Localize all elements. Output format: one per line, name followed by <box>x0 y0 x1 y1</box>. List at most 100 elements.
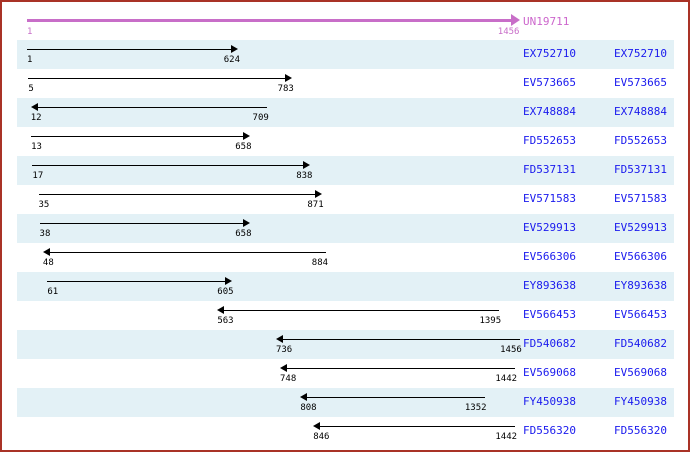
hit-start-coordinate: 1 <box>27 55 33 65</box>
row-background-band <box>17 156 674 185</box>
hit-end-coordinate: 1352 <box>464 403 487 413</box>
alignment-line[interactable] <box>27 49 232 50</box>
reference-sequence-name[interactable]: UN19711 <box>523 15 570 28</box>
alignment-line[interactable] <box>306 397 485 398</box>
alignment-line[interactable] <box>32 165 305 166</box>
hit-row: 1 624 EX752710 EX752710 <box>2 40 688 69</box>
hit-row: 61 605 EY893638 EY893638 <box>2 272 688 301</box>
arrowhead-left-icon <box>217 306 225 314</box>
reference-sequence-track: 1 1456 UN19711 <box>2 10 688 40</box>
hit-row: 808 1352 FY450938 FY450938 <box>2 388 688 417</box>
accession-label-primary[interactable]: EY893638 <box>523 279 576 292</box>
reference-line <box>27 19 512 22</box>
accession-label-primary[interactable]: FY450938 <box>523 395 576 408</box>
arrowhead-right-icon <box>242 219 250 227</box>
alignment-line[interactable] <box>28 78 286 79</box>
accession-label-link[interactable]: EV566306 <box>614 250 667 263</box>
alignment-line[interactable] <box>281 339 520 340</box>
hit-end-coordinate: 624 <box>223 55 240 65</box>
accession-label-link[interactable]: EV569068 <box>614 366 667 379</box>
alignment-line[interactable] <box>36 107 267 108</box>
hit-start-coordinate: 61 <box>47 287 59 297</box>
accession-label-primary[interactable]: EV573665 <box>523 76 576 89</box>
arrowhead-right-icon <box>314 190 322 198</box>
hit-start-coordinate: 5 <box>28 84 34 94</box>
hit-end-coordinate: 658 <box>235 229 252 239</box>
accession-label-link[interactable]: EX748884 <box>614 105 667 118</box>
hit-start-coordinate: 35 <box>38 200 50 210</box>
accession-label-link[interactable]: FD537131 <box>614 163 667 176</box>
alignment-line[interactable] <box>47 281 226 282</box>
accession-label-primary[interactable]: EX752710 <box>523 47 576 60</box>
hit-row: 35 871 EV571583 EV571583 <box>2 185 688 214</box>
arrowhead-left-icon <box>313 422 321 430</box>
reference-end-coordinate: 1456 <box>497 27 520 37</box>
accession-label-link[interactable]: EX752710 <box>614 47 667 60</box>
alignment-line[interactable] <box>223 310 500 311</box>
row-background-band <box>17 40 674 69</box>
accession-label-link[interactable]: FY450938 <box>614 395 667 408</box>
alignment-line[interactable] <box>38 194 316 195</box>
hit-end-coordinate: 1395 <box>479 316 502 326</box>
hit-start-coordinate: 13 <box>31 142 42 152</box>
reference-arrowhead-icon <box>510 14 520 26</box>
arrowhead-right-icon <box>284 74 292 82</box>
alignment-line[interactable] <box>48 252 327 253</box>
accession-label-primary[interactable]: EX748884 <box>523 105 576 118</box>
hit-start-coordinate: 748 <box>280 374 297 384</box>
hit-start-coordinate: 48 <box>42 258 54 268</box>
alignment-line[interactable] <box>39 223 244 224</box>
alignment-line[interactable] <box>319 426 516 427</box>
accession-label-primary[interactable]: EV569068 <box>523 366 576 379</box>
accession-label-link[interactable]: FD540682 <box>614 337 667 350</box>
accession-label-link[interactable]: EV573665 <box>614 76 667 89</box>
accession-label-primary[interactable]: EV566306 <box>523 250 576 263</box>
accession-label-link[interactable]: FD556320 <box>614 424 667 437</box>
hit-row: 38 658 EV529913 EV529913 <box>2 214 688 243</box>
hit-start-coordinate: 17 <box>32 171 44 181</box>
accession-label-primary[interactable]: FD537131 <box>523 163 576 176</box>
hit-end-coordinate: 783 <box>277 84 294 94</box>
arrowhead-right-icon <box>242 132 250 140</box>
alignment-line[interactable] <box>286 368 516 369</box>
row-background-band <box>17 214 674 243</box>
hit-end-coordinate: 1456 <box>500 345 522 355</box>
hit-end-coordinate: 871 <box>307 200 324 210</box>
hit-end-coordinate: 884 <box>311 258 329 268</box>
arrowhead-right-icon <box>303 161 311 169</box>
accession-label-primary[interactable]: FD552653 <box>523 134 576 147</box>
hit-start-coordinate: 808 <box>300 403 317 413</box>
arrowhead-right-icon <box>224 277 232 285</box>
accession-label-link[interactable]: FD552653 <box>614 134 667 147</box>
accession-label-link[interactable]: EV566453 <box>614 308 667 321</box>
accession-label-link[interactable]: EV571583 <box>614 192 667 205</box>
hit-start-coordinate: 563 <box>217 316 234 326</box>
alignment-line[interactable] <box>31 136 244 137</box>
hit-end-coordinate: 1442 <box>495 374 518 384</box>
row-background-band <box>17 272 674 301</box>
accession-label-primary[interactable]: EV566453 <box>523 308 576 321</box>
accession-label-link[interactable]: EY893638 <box>614 279 667 292</box>
hit-start-coordinate: 38 <box>39 229 51 239</box>
row-background-band <box>17 388 674 417</box>
arrowhead-left-icon <box>30 103 38 111</box>
hit-rows-container: 1 624 EX752710 EX752710 5 783 EV573665 EV573665… <box>2 40 688 446</box>
arrowhead-right-icon <box>231 45 238 53</box>
arrowhead-left-icon <box>300 393 308 401</box>
accession-label-primary[interactable]: FD556320 <box>523 424 576 437</box>
accession-label-primary[interactable]: EV529913 <box>523 221 576 234</box>
accession-label-link[interactable]: EV529913 <box>614 221 667 234</box>
arrowhead-left-icon <box>42 248 50 256</box>
accession-label-primary[interactable]: FD540682 <box>523 337 576 350</box>
hit-end-coordinate: 605 <box>217 287 234 297</box>
row-background-band <box>17 98 674 127</box>
accession-label-primary[interactable]: EV571583 <box>523 192 576 205</box>
hit-row: 5 783 EV573665 EV573665 <box>2 69 688 98</box>
hit-row: 748 1442 EV569068 EV569068 <box>2 359 688 388</box>
